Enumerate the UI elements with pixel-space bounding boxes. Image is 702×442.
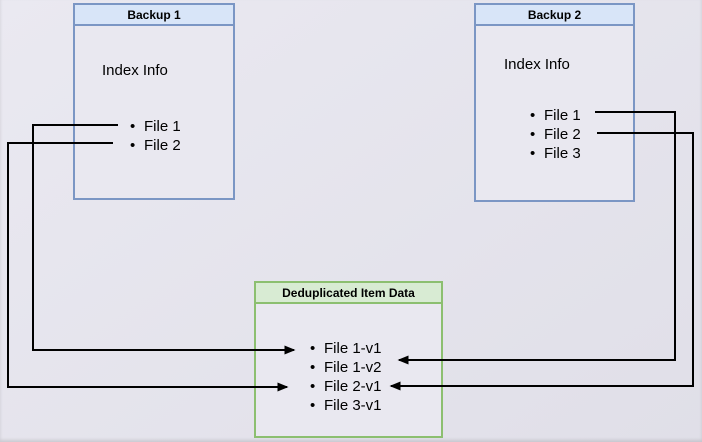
node-backup-2-subtitle: Index Info [504, 56, 570, 73]
list-item: File 2 [130, 136, 181, 155]
node-dedup-file-list: File 1-v1File 1-v2File 2-v1File 3-v1 [310, 339, 382, 415]
node-backup-1-title: Backup 1 [75, 5, 233, 26]
list-item: File 1-v1 [310, 339, 382, 358]
list-item: File 1 [530, 106, 581, 125]
node-backup-1-subtitle: Index Info [102, 62, 168, 79]
node-backup-1-file-list: File 1File 2 [130, 117, 181, 155]
list-item: File 2-v1 [310, 377, 382, 396]
node-backup-2-title: Backup 2 [476, 5, 633, 26]
node-dedup-title: Deduplicated Item Data [256, 283, 441, 304]
list-item: File 1-v2 [310, 358, 382, 377]
list-item: File 3-v1 [310, 396, 382, 415]
node-backup-2-file-list: File 1File 2File 3 [530, 106, 581, 163]
list-item: File 1 [130, 117, 181, 136]
list-item: File 3 [530, 144, 581, 163]
node-backup-2: Backup 2 Index Info File 1File 2File 3 [474, 3, 635, 202]
list-item: File 2 [530, 125, 581, 144]
node-backup-1: Backup 1 Index Info File 1File 2 [73, 3, 235, 200]
node-deduplicated-item-data: Deduplicated Item Data File 1-v1File 1-v… [254, 281, 443, 438]
